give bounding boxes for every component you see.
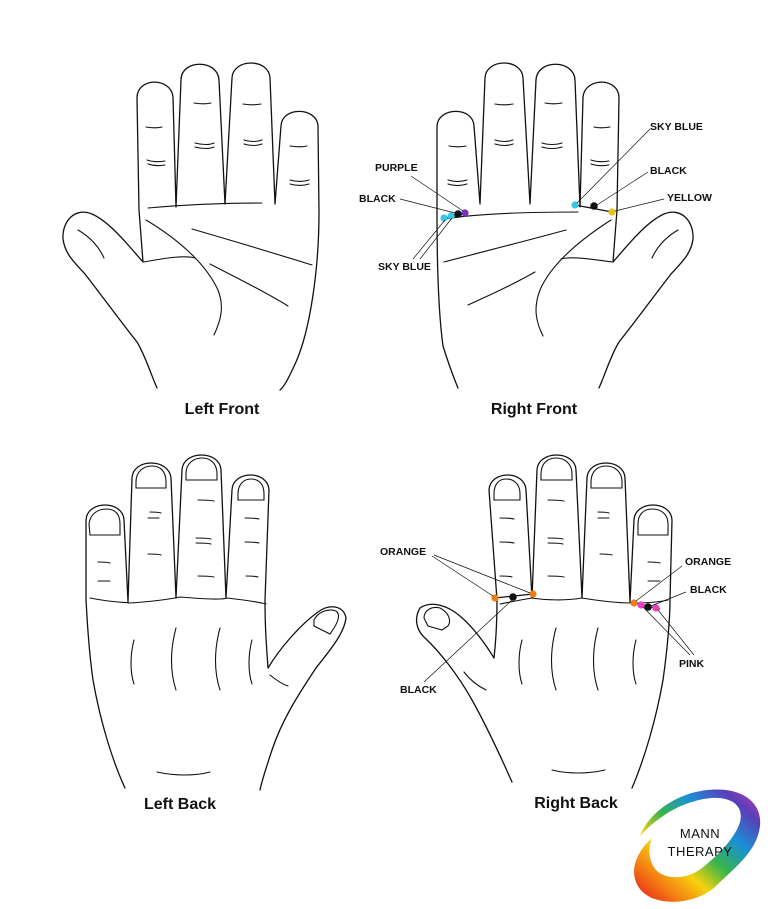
bead-sky-blue [571,201,579,209]
label-orange: ORANGE [685,556,731,568]
label-pink: PINK [679,658,705,670]
left-back-caption: Left Back [144,796,216,813]
left-front-hand [62,62,320,391]
label-black: BLACK [650,165,687,177]
right-back-leaders [423,554,695,683]
bead-pink [652,604,660,612]
label-black: BLACK [400,684,437,696]
bead-pink [637,601,645,609]
left-front-caption: Left Front [185,401,260,418]
label-black: BLACK [690,584,727,596]
left-back-hand [85,454,347,791]
right-front-hand [436,62,694,389]
right-back-caption: Right Back [534,795,618,812]
mann-therapy-logo: MANN THERAPY [634,789,761,902]
label-orange: ORANGE [380,546,426,558]
right-front-caption: Right Front [491,401,578,418]
logo-text-line1: MANN [680,826,720,841]
label-black: BLACK [359,193,396,205]
right-back-left-bracelet [491,590,537,602]
logo-text-line2: THERAPY [668,844,733,859]
bead-black [454,210,462,218]
bead-purple [461,209,469,217]
bead-black [509,593,517,601]
right-front-leaders [399,128,665,260]
bead-orange [529,590,537,598]
right-front-right-bracelet [571,201,616,216]
bead-yellow [608,208,616,216]
bead-sky-blue [447,212,455,220]
bead-black [644,603,652,611]
right-back-right-bracelet [630,599,661,612]
bead-orange [491,594,499,602]
label-yellow: YELLOW [667,192,712,204]
right-back-hand [415,454,673,789]
bead-black [590,202,598,210]
label-purple: PURPLE [375,162,418,174]
bead-sky-blue [440,214,448,222]
logo-swoosh [634,789,761,902]
right-front-left-bracelet [440,209,469,222]
label-sky-blue: SKY BLUE [650,121,703,133]
bead-orange [630,599,638,607]
label-sky-blue: SKY BLUE [378,261,431,273]
